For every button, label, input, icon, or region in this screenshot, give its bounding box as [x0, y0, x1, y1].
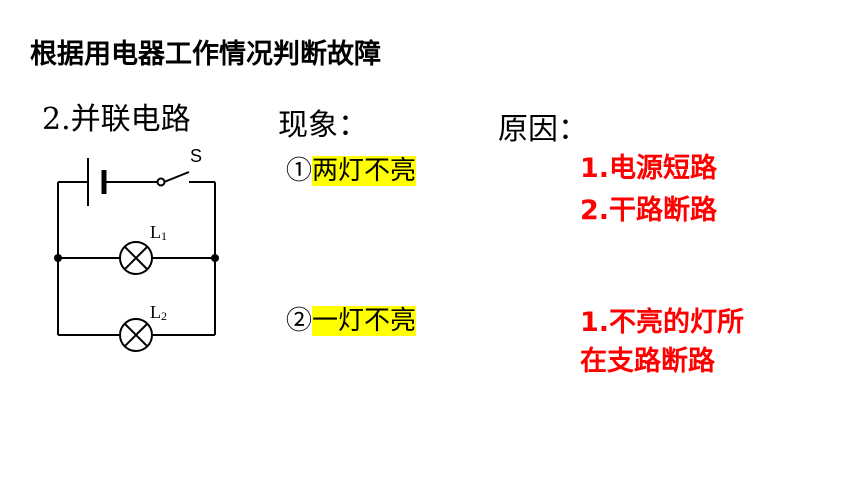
switch-contact [156, 177, 166, 187]
cause-1-line-1: 1.电源短路 [580, 153, 718, 184]
lamp1-label: L1 [150, 222, 167, 243]
switch-label: S [190, 146, 202, 166]
phenomenon-2-text: 一灯不亮 [312, 306, 417, 336]
parallel-circuit-diagram: S L1 L2 [54, 146, 219, 352]
page-title: 根据用电器工作情况判断故障 [30, 39, 381, 70]
switch-lever [163, 171, 190, 183]
cause-1-line-2: 2.干路断路 [580, 195, 718, 226]
cause-2-line-2: 在支路断路 [580, 346, 715, 377]
phenomenon-2: ②一灯不亮 [286, 300, 417, 337]
junction-left [54, 254, 62, 262]
phenomenon-2-marker: ② [286, 306, 313, 336]
section-subtitle: 2.并联电路 [42, 102, 191, 137]
lamp1-icon [119, 241, 153, 275]
cause-heading: 原因： [498, 112, 588, 147]
cause-2-line-1: 1.不亮的灯所 [580, 307, 745, 338]
phenomenon-1: ①两灯不亮 [286, 150, 417, 187]
lamp2-icon [119, 318, 153, 352]
phenomenon-1-text: 两灯不亮 [312, 156, 417, 186]
lamp2-label: L2 [150, 302, 167, 323]
junction-right [211, 254, 219, 262]
phenomenon-1-marker: ① [286, 156, 313, 186]
phenomenon-heading: 现象： [278, 108, 368, 143]
